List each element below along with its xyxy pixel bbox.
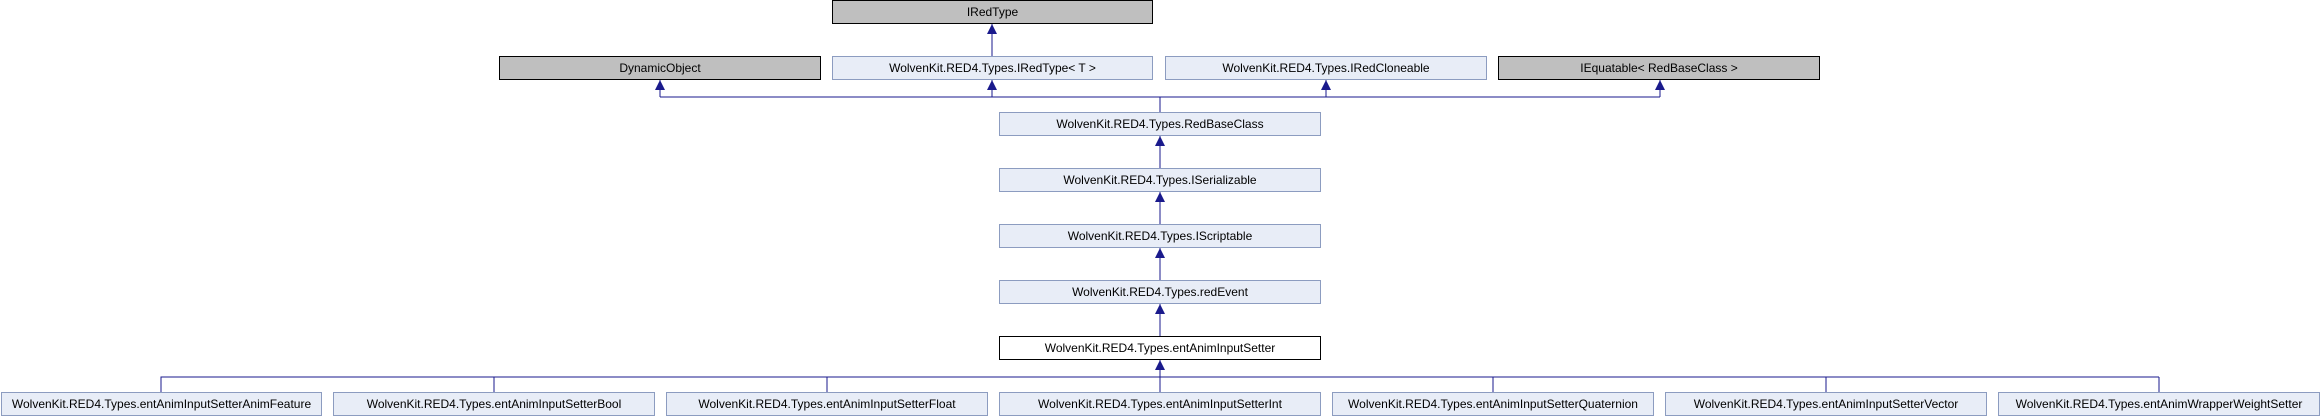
node-iredtype: IRedType [832, 0, 1153, 24]
node-child-int[interactable]: WolvenKit.RED4.Types.entAnimInputSetterI… [999, 392, 1321, 416]
node-entaniminputsetter: WolvenKit.RED4.Types.entAnimInputSetter [999, 336, 1321, 360]
node-child-bool[interactable]: WolvenKit.RED4.Types.entAnimInputSetterB… [333, 392, 655, 416]
edge-redbaseclass-bus [660, 96, 1660, 112]
node-redbaseclass[interactable]: WolvenKit.RED4.Types.RedBaseClass [999, 112, 1321, 136]
node-iserializable[interactable]: WolvenKit.RED4.Types.ISerializable [999, 168, 1321, 192]
node-iscriptable[interactable]: WolvenKit.RED4.Types.IScriptable [999, 224, 1321, 248]
node-redevent[interactable]: WolvenKit.RED4.Types.redEvent [999, 280, 1321, 304]
node-child-float[interactable]: WolvenKit.RED4.Types.entAnimInputSetterF… [666, 392, 988, 416]
node-iequatable: IEquatable< RedBaseClass > [1498, 56, 1820, 80]
node-child-vector[interactable]: WolvenKit.RED4.Types.entAnimInputSetterV… [1665, 392, 1987, 416]
node-iredcloneable[interactable]: WolvenKit.RED4.Types.IRedCloneable [1165, 56, 1487, 80]
node-child-animfeature[interactable]: WolvenKit.RED4.Types.entAnimInputSetterA… [1, 392, 322, 416]
node-child-wrapperweightsetter[interactable]: WolvenKit.RED4.Types.entAnimWrapperWeigh… [1998, 392, 2320, 416]
node-child-quaternion[interactable]: WolvenKit.RED4.Types.entAnimInputSetterQ… [1332, 392, 1654, 416]
node-iredtype-t[interactable]: WolvenKit.RED4.Types.IRedType< T > [832, 56, 1153, 80]
node-dynamicobject: DynamicObject [499, 56, 821, 80]
edge-children-bus [160, 376, 2160, 392]
